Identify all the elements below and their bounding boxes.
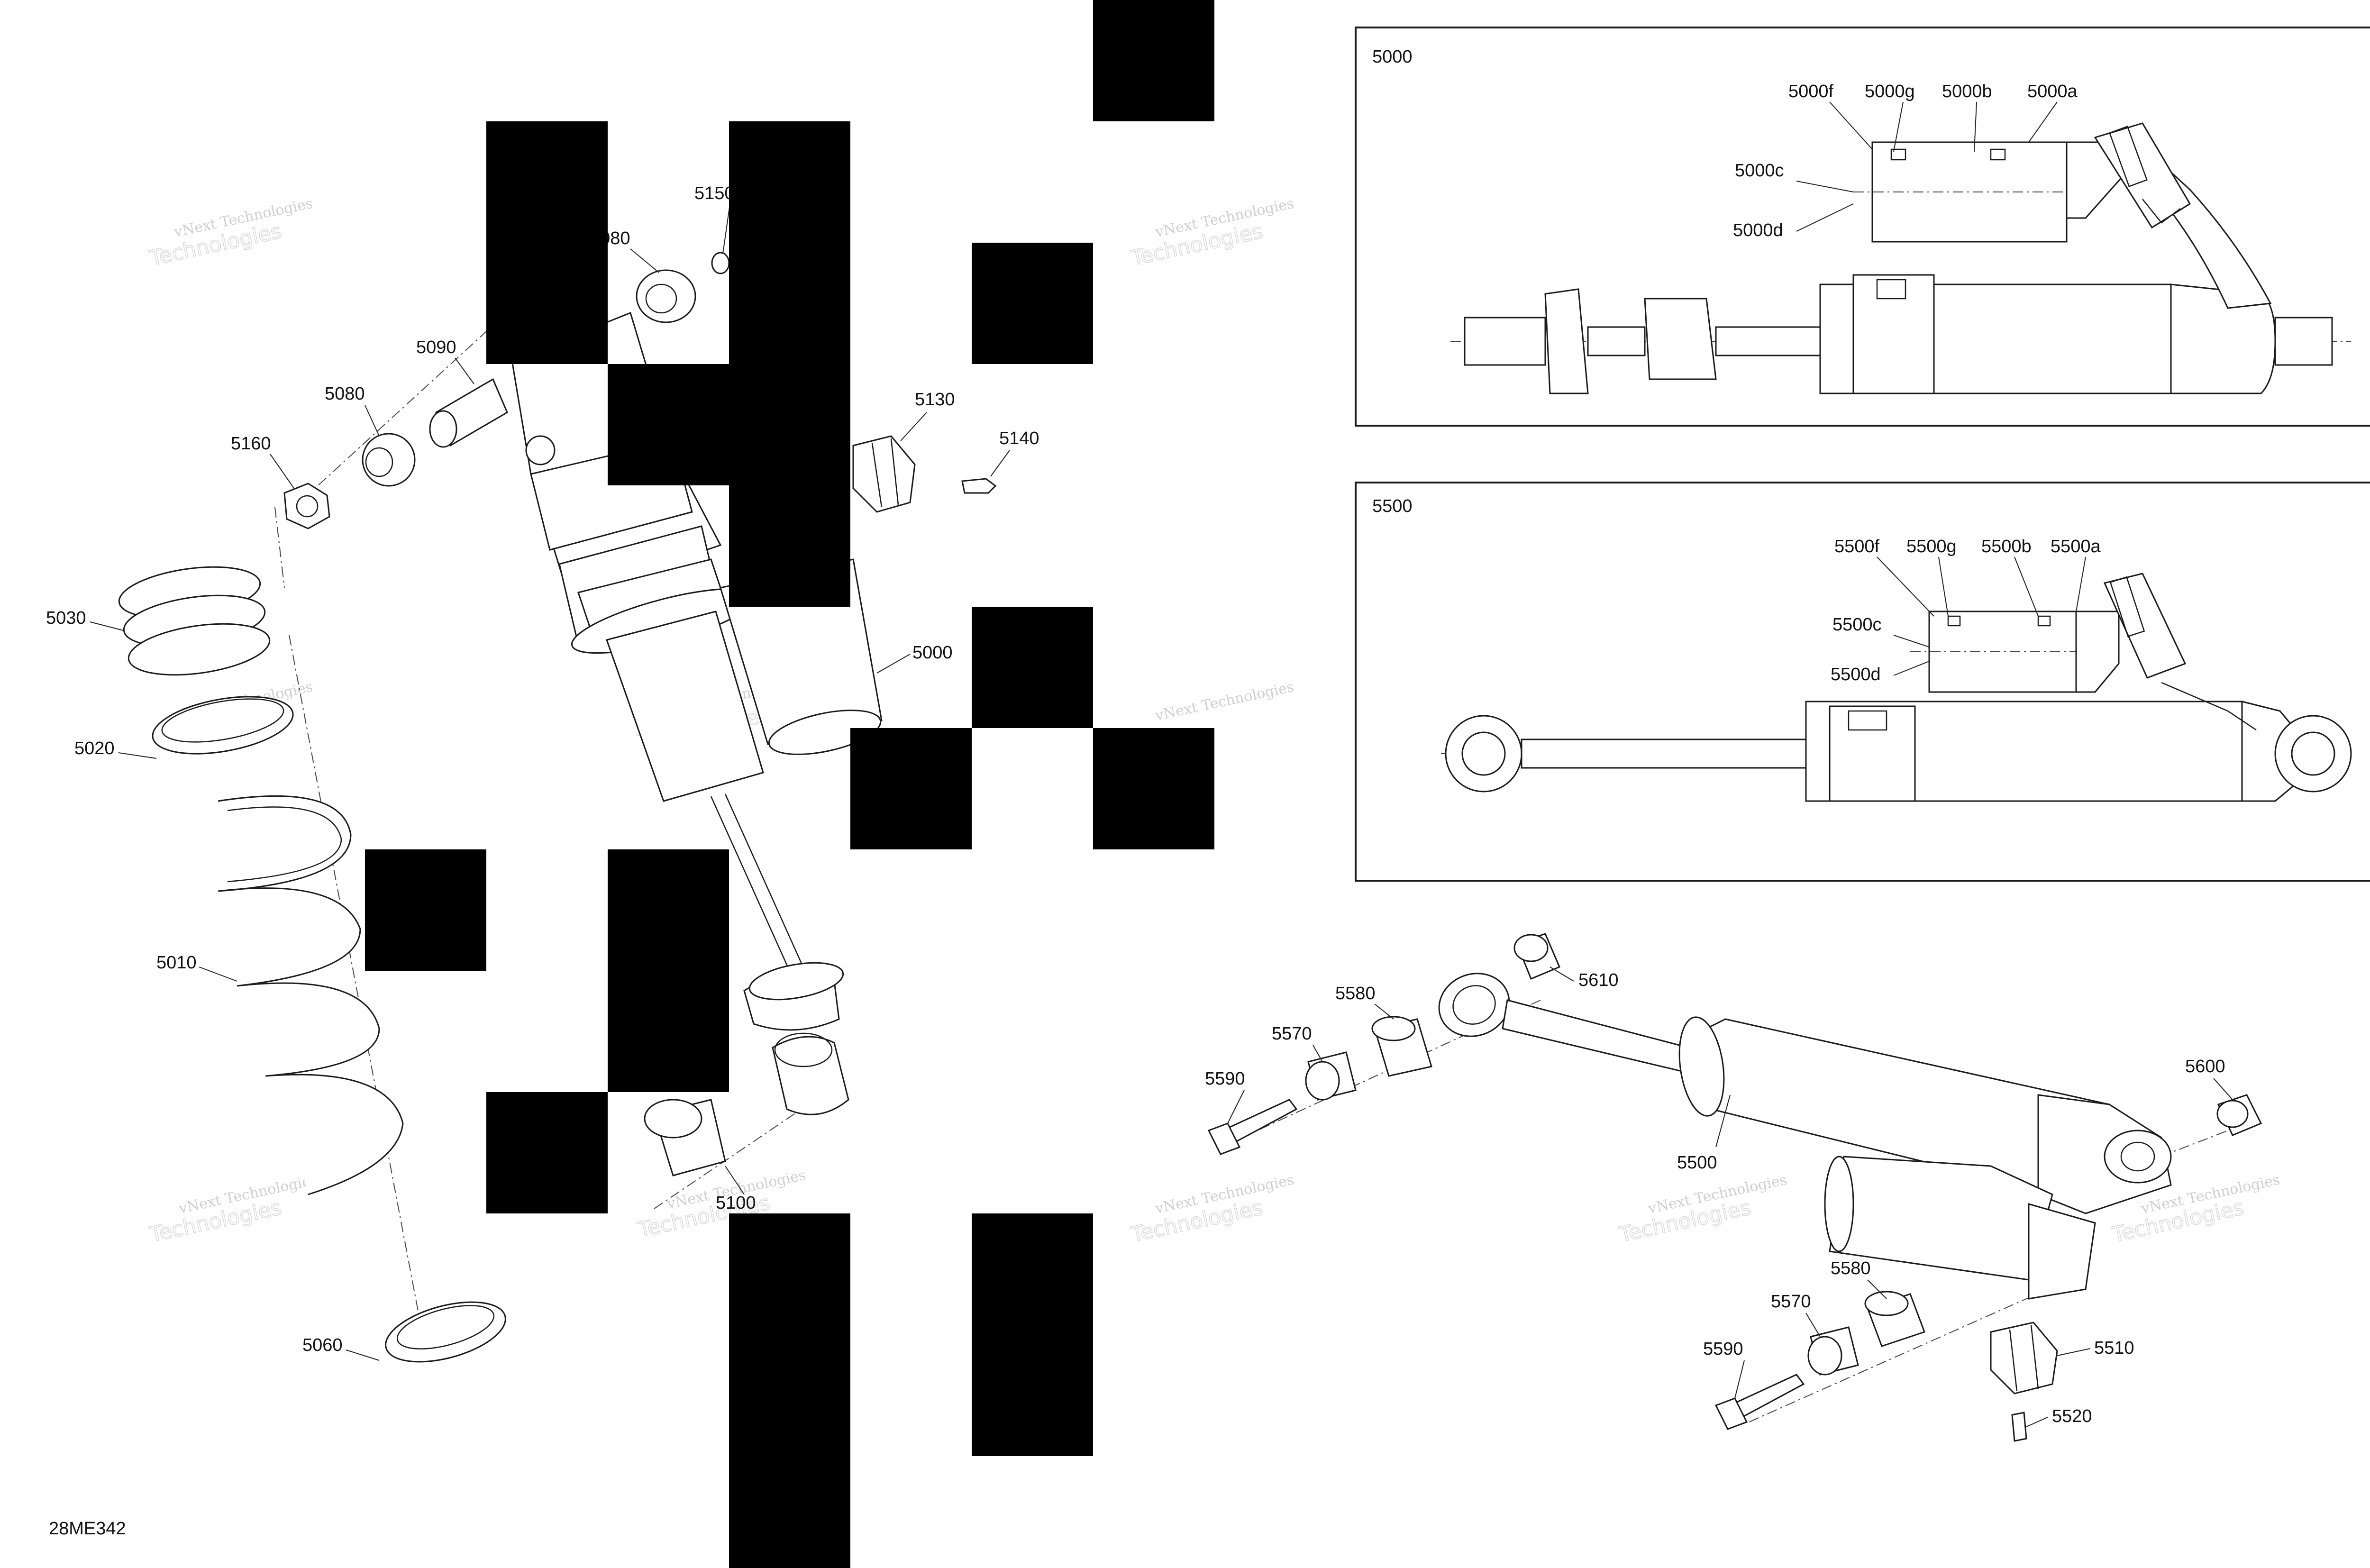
redaction-block <box>486 1092 608 1213</box>
shock-5500 <box>1438 973 2172 1300</box>
callout-label: 5520 <box>2052 1406 2092 1426</box>
callout-label: 5570 <box>1272 1024 1312 1044</box>
bolt-5590-lower <box>1714 1374 1805 1430</box>
watermark-text: vNext Technologies <box>1153 679 1295 724</box>
spring-5010 <box>218 795 404 1195</box>
knob-5510 <box>1990 1322 2058 1395</box>
callout-label: 5500a <box>2051 537 2101 556</box>
inset-5000-callouts: 5000f 5000g 5000b 5000a 5000c 5000d <box>1733 82 2078 240</box>
left-callouts: 5150 5080 5090 5080 5160 5130 5140 5030 … <box>46 183 1039 1361</box>
callout-label: 5030 <box>46 608 86 628</box>
callout-label: 5090 <box>416 337 456 357</box>
redaction-blocks <box>365 0 1214 1568</box>
inset-5500-shock-drawing <box>1441 573 2352 802</box>
callout-label: 5500b <box>1981 537 2032 556</box>
inset-5000-shock-drawing <box>1450 122 2351 394</box>
callout-label: 5000f <box>1788 82 1834 101</box>
sleeve-5090 <box>429 378 508 448</box>
redaction-block <box>729 1213 850 1568</box>
bolt-5590-upper <box>1207 1099 1298 1155</box>
callout-label: 5000a <box>2027 82 2078 101</box>
redaction-block <box>850 728 972 849</box>
redaction-block <box>486 121 608 364</box>
nut-5160 <box>283 483 330 529</box>
callout-label: 5500g <box>1906 537 1957 556</box>
callout-label: 5510 <box>2094 1338 2134 1358</box>
nut-5030 <box>118 566 271 676</box>
redaction-block <box>365 849 486 971</box>
callout-label: 5000g <box>1865 82 1915 101</box>
callout-label: 5590 <box>1703 1339 1743 1359</box>
diagram-code: 28ME342 <box>49 1519 126 1539</box>
bushing-5610 <box>1513 933 1560 980</box>
inset-5500-callouts: 5500f 5500g 5500b 5500a 5500c 5500d <box>1831 537 2101 684</box>
callout-label: 5000c <box>1735 161 1784 181</box>
callout-label: 5140 <box>999 428 1039 448</box>
callout-label: 5150 <box>694 183 735 203</box>
callout-label: 5590 <box>1205 1069 1245 1089</box>
sleeve-5580-lower <box>1864 1291 1925 1347</box>
callout-label: 5570 <box>1771 1292 1811 1312</box>
redaction-block <box>972 243 1093 364</box>
inset-5500: 5500 5500f 5500g 5500b 5500a <box>1355 482 2370 882</box>
redaction-block <box>972 607 1093 728</box>
callout-label: 5160 <box>231 434 271 454</box>
bushing-5570-lower <box>1807 1326 1859 1376</box>
callout-label: 5600 <box>2185 1057 2225 1076</box>
left-assembly: 5150 5080 5090 5080 5160 5130 5140 5030 … <box>46 183 1039 1363</box>
sleeve-5580-upper <box>1371 1016 1432 1077</box>
knob-5130 <box>852 435 916 513</box>
callout-label: 5500d <box>1831 665 1881 684</box>
callout-label: 5610 <box>1578 970 1619 990</box>
inset-5000-title: 5000 <box>1372 47 1413 67</box>
callout-label: 5500 <box>1677 1153 1717 1173</box>
right-callouts: 5610 5580 5570 5590 5600 5500 5580 5570 … <box>1205 966 2233 1427</box>
callout-label: 5000b <box>1942 82 1992 101</box>
callout-label: 5100 <box>716 1193 756 1213</box>
bushing-5100 <box>644 1032 849 1176</box>
callout-label: 5060 <box>302 1335 343 1355</box>
redaction-block <box>1093 728 1214 849</box>
redaction-block <box>729 121 850 607</box>
right-assembly: 5610 5580 5570 5590 5600 5500 5580 5570 … <box>1205 933 2262 1442</box>
callout-label: 5080 <box>325 384 365 404</box>
inset-5500-frame <box>1355 482 2370 882</box>
collar-5020 <box>152 696 294 755</box>
inset-5500-title: 5500 <box>1372 496 1413 516</box>
screw-5140 <box>961 478 997 494</box>
bushing-5600 <box>2216 1094 2262 1136</box>
redaction-block <box>1093 0 1214 121</box>
callout-label: 5500f <box>1834 537 1880 556</box>
callout-label: 5010 <box>156 953 197 973</box>
bushing-5080-upper <box>636 269 696 323</box>
screw-5520 <box>2011 1412 2027 1442</box>
redaction-block <box>608 364 729 485</box>
redaction-block <box>972 1213 1093 1456</box>
retainer-5060 <box>385 1301 506 1363</box>
callout-label: 5020 <box>74 738 115 758</box>
inset-5000: 5000 5000f 5000g 5000b <box>1355 27 2370 427</box>
callout-label: 5500c <box>1832 615 1882 635</box>
redaction-block <box>608 849 729 1092</box>
callout-label: 5580 <box>1831 1258 1871 1278</box>
callout-label: 5000d <box>1733 220 1783 240</box>
callout-label: 5130 <box>915 390 955 410</box>
bushing-5080-lower <box>362 433 416 487</box>
callout-label: 5580 <box>1335 984 1376 1003</box>
bushing-5570-upper <box>1305 1051 1357 1101</box>
callout-label: 5000 <box>912 643 953 663</box>
